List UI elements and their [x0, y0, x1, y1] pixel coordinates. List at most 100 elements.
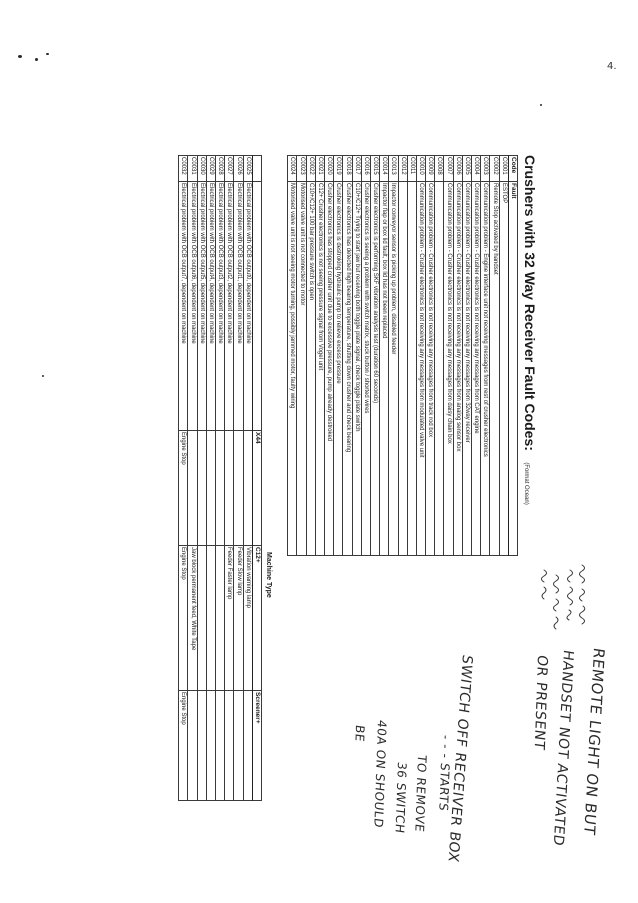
header-c12: C12+ [252, 545, 262, 691]
fault-description: Electrical problem with OCB output2, dep… [224, 181, 234, 431]
table-row: C0008 [434, 155, 444, 556]
fault-description: Crusher electronics has stopped crusher … [324, 181, 334, 556]
x44-output [224, 430, 234, 546]
screener-output [224, 690, 234, 801]
page-mark: 4. [607, 61, 617, 72]
fault-code: C0025 [243, 155, 253, 182]
scan-speck [42, 375, 44, 377]
x44-output [215, 430, 225, 546]
fault-code: C0029 [206, 155, 216, 182]
c12-output: Vibration warning lamp [243, 545, 253, 691]
fault-code: C0027 [224, 155, 234, 182]
fault-code: C0005 [462, 155, 472, 182]
header-fault [252, 181, 262, 431]
fault-description: Impactor flap or box lid fault, box lid … [379, 181, 389, 556]
scan-speck [46, 53, 49, 55]
fault-code: C0002 [489, 155, 500, 182]
illegible-handwriting [541, 564, 586, 630]
handwritten-note-line: - - - STARTS [436, 734, 453, 813]
fault-description: Communication problem - Engine interface… [480, 181, 490, 556]
x44-output [188, 430, 198, 546]
fault-code: C0003 [480, 155, 490, 182]
table-row: C0029 Electrical problem with OCB output… [206, 155, 216, 801]
header-code [252, 155, 262, 182]
screener-output [233, 690, 244, 801]
fault-description: Electrical problem with OCB output6, dep… [188, 181, 198, 431]
x44-output [243, 430, 253, 546]
fault-code: C0007 [444, 155, 454, 182]
screener-output [197, 690, 207, 801]
fault-description: Electrical problem with OCB output5, dep… [197, 181, 207, 431]
x44-output [233, 430, 244, 546]
fault-code: C0012 [398, 155, 408, 182]
fault-code: C0001 [499, 155, 509, 182]
table-row: C0028 Electrical problem with OCB output… [215, 155, 225, 801]
fault-description: Motorised valve unit is not connected to… [297, 181, 307, 556]
handwritten-note-line: REMOTE LIGHT ON BUT [580, 646, 608, 837]
fault-code: C0016 [361, 155, 371, 182]
fault-code: C0015 [370, 155, 380, 182]
fault-description [407, 181, 417, 556]
header-code: Code [508, 155, 518, 182]
c12-output: Engine Stop [178, 545, 188, 691]
x44-output [206, 430, 216, 546]
c12-output [215, 545, 225, 691]
fault-description: Crusher electronics is seeing a problem … [361, 181, 371, 556]
fault-description: Electrical problem with OCB output7, dep… [178, 181, 188, 431]
fault-code: C0030 [197, 155, 207, 182]
fault-description: C10+/C12+ Trying to start jaw but receiv… [352, 181, 362, 556]
fault-code: C0006 [453, 155, 463, 182]
screener-output: Engine Stop [178, 690, 188, 801]
fault-code: C0022 [306, 155, 316, 182]
header-screener: Screener+ [252, 690, 262, 801]
fault-code: C0014 [379, 155, 389, 182]
machine-type-table: X44 C12+ Screener+ C0025 Electrical prob… [178, 155, 262, 801]
fault-description: Crusher electronics is destroking hydrau… [333, 181, 343, 556]
fault-description: Communication problem - Crusher electron… [462, 181, 472, 556]
fault-code: C0019 [333, 155, 343, 182]
handwritten-note-line: 36 SWITCH [392, 761, 409, 835]
format-note: (Format Ocean) [523, 462, 529, 505]
fault-description: Electrical problem with OCB output3, dep… [215, 181, 225, 431]
table-row: C0025 Electrical problem with OCB output… [243, 155, 253, 801]
handwritten-note-line: TO REMOVE [412, 754, 429, 834]
table-row: C0030 Electrical problem with OCB output… [197, 155, 207, 801]
c12-output [197, 545, 207, 691]
document-title: Crushers with 32 Way Receiver Fault Code… [520, 155, 538, 505]
handwritten-note-line: OR PRESENT [530, 653, 550, 752]
fault-code: C0024 [287, 155, 297, 182]
table-row: C0032 Electrical problem with OCB output… [178, 155, 188, 801]
fault-code: C0020 [324, 155, 334, 182]
fault-description: Communication problem - Crusher electron… [416, 181, 426, 556]
fault-description: Electrical problem with OCB output1, dep… [233, 181, 244, 431]
table-row: C0027 Electrical problem with OCB output… [224, 155, 234, 801]
screener-output [206, 690, 216, 801]
fault-description: ESTOP [499, 181, 509, 556]
fault-description: Communication problem - Crusher electron… [453, 181, 463, 556]
header-x44: X44 [252, 430, 262, 546]
table-header-row: Code Fault [508, 155, 518, 556]
table-row: C0026 Electrical problem with OCB output… [233, 155, 244, 801]
scan-speck [18, 55, 22, 58]
fault-description: Communication problem - Crusher electron… [471, 181, 481, 556]
fault-description [434, 181, 444, 556]
x44-output: Engine Stop [178, 430, 188, 546]
fault-code: C0021 [315, 155, 325, 182]
c12-output: Feeder Slow lamp [233, 545, 244, 691]
table-row: C0012 [398, 155, 408, 556]
